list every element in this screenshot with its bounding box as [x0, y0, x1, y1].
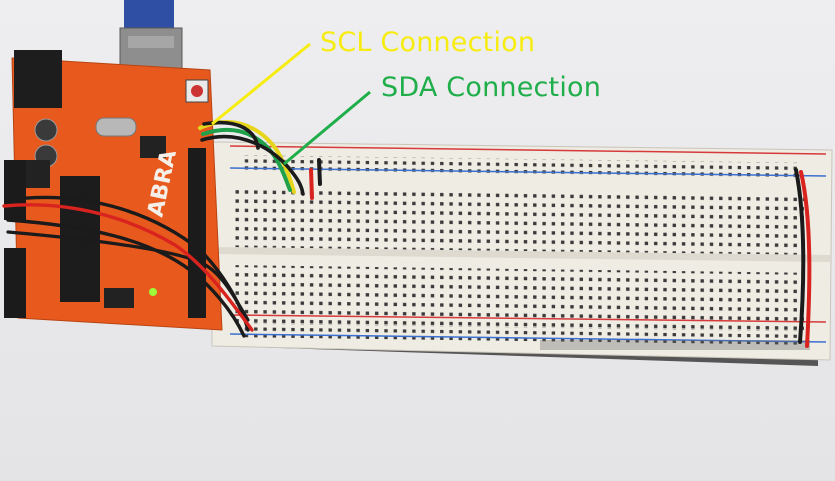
wires: [2, 120, 812, 348]
sda-pointer-line: [283, 90, 371, 166]
sda-connection-label: SDA Connection: [381, 72, 602, 103]
rail-line-top-blue: [229, 167, 827, 177]
rail-holes-top: [240, 155, 800, 179]
jumper-red-small: [309, 168, 314, 200]
power-header: [4, 160, 26, 220]
scl-connection-label: SCL Connection: [320, 27, 536, 58]
voltage-regulator: [24, 160, 50, 188]
arduino-board: ABRA: [4, 50, 223, 331]
reset-button-cap: [191, 85, 203, 97]
digital-header: [188, 148, 206, 318]
jumper-black-small: [317, 158, 322, 186]
power-jack: [14, 50, 62, 108]
rail-line-top-red: [229, 145, 827, 155]
scl-pointer-line: [211, 42, 311, 126]
breadboard: [211, 141, 833, 366]
terminal-block-lower: [232, 265, 804, 331]
wire-red-1: [2, 203, 254, 332]
breadboard-stain: [540, 340, 810, 350]
center-channel: [214, 247, 830, 262]
jumper-red-right: [799, 170, 812, 348]
usb-connector-shadow: [128, 36, 174, 48]
wire-black-3: [6, 230, 250, 322]
wire-green-sda: [201, 127, 292, 192]
capacitor-left: [34, 118, 58, 142]
icsp-header: [104, 288, 134, 308]
usb-chip: [140, 136, 166, 158]
rail-line-bottom-blue: [229, 333, 827, 343]
wire-black-top-1: [200, 134, 305, 196]
analog-header: [4, 248, 26, 318]
jumper-black-right: [794, 168, 806, 344]
terminal-block-upper: [232, 185, 804, 255]
usb-cable-strand: [124, 0, 174, 30]
crystal: [95, 117, 137, 137]
rail-line-bottom-red: [229, 314, 827, 323]
wire-black-2: [6, 218, 246, 338]
power-led: [149, 288, 157, 296]
